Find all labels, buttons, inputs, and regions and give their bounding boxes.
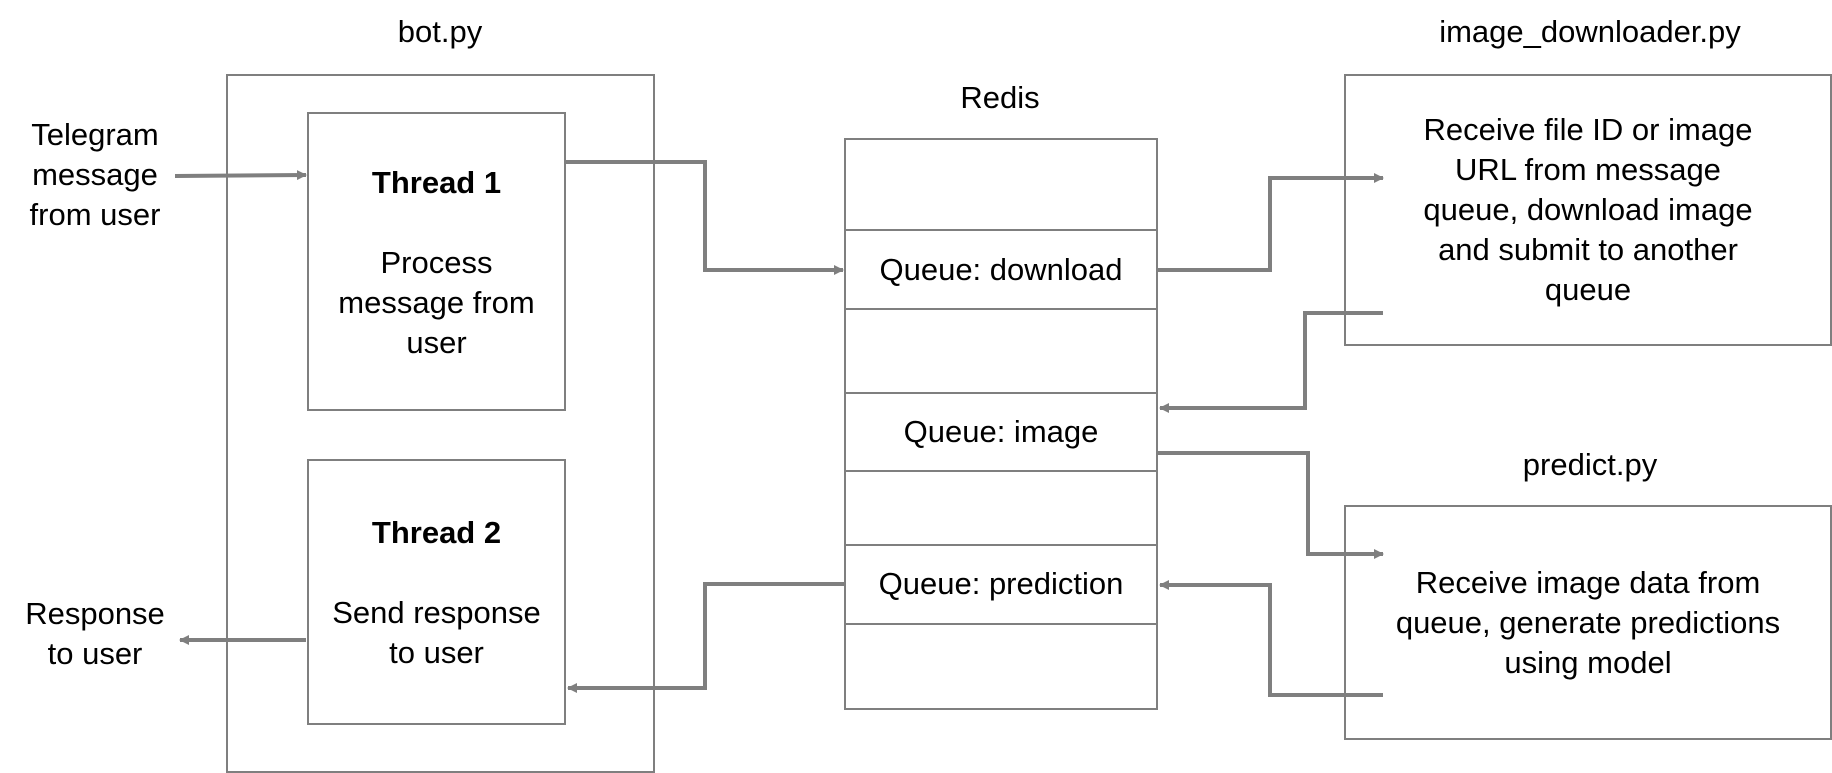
thread2-description: Send response to user (332, 595, 541, 670)
arrow-telegram-to-thread1 (174, 170, 307, 181)
thread2-title: Thread 2 (371, 515, 502, 550)
downloader-box (1344, 74, 1832, 346)
queue-prediction-slot (844, 544, 1158, 625)
queue-prediction: Queue: prediction (878, 566, 1124, 601)
bot-container (226, 74, 655, 773)
bot-section-title: bot.py (397, 14, 483, 49)
queue-image: Queue: image (903, 414, 1099, 449)
thread1-box (307, 112, 566, 411)
downloader-section-title: image_downloader.py (1439, 14, 1741, 49)
thread2-box (307, 459, 566, 725)
redis-section-title: Redis (960, 80, 1040, 115)
predict-section-title: predict.py (1522, 447, 1658, 482)
downloader-description: Receive file ID or image URL from messag… (1423, 112, 1753, 307)
arrow-predict-to-prediction-queue (1159, 580, 1383, 697)
arrow-thread1-to-download-queue (565, 160, 844, 275)
arrow-prediction-queue-to-thread2 (567, 582, 845, 693)
thread1-title: Thread 1 (371, 165, 502, 200)
queue-image-slot (844, 392, 1158, 472)
response-to-user-label: Response to user (25, 596, 165, 671)
predict-description: Receive image data from queue, generate … (1395, 565, 1781, 680)
arrow-download-queue-to-downloader (1157, 173, 1384, 272)
telegram-message-label: Telegram message from user (29, 117, 161, 232)
predict-box (1344, 505, 1832, 740)
thread1-description: Process message from user (338, 245, 535, 360)
redis-empty-slot (844, 229, 1158, 310)
queue-download: Queue: download (879, 252, 1123, 287)
